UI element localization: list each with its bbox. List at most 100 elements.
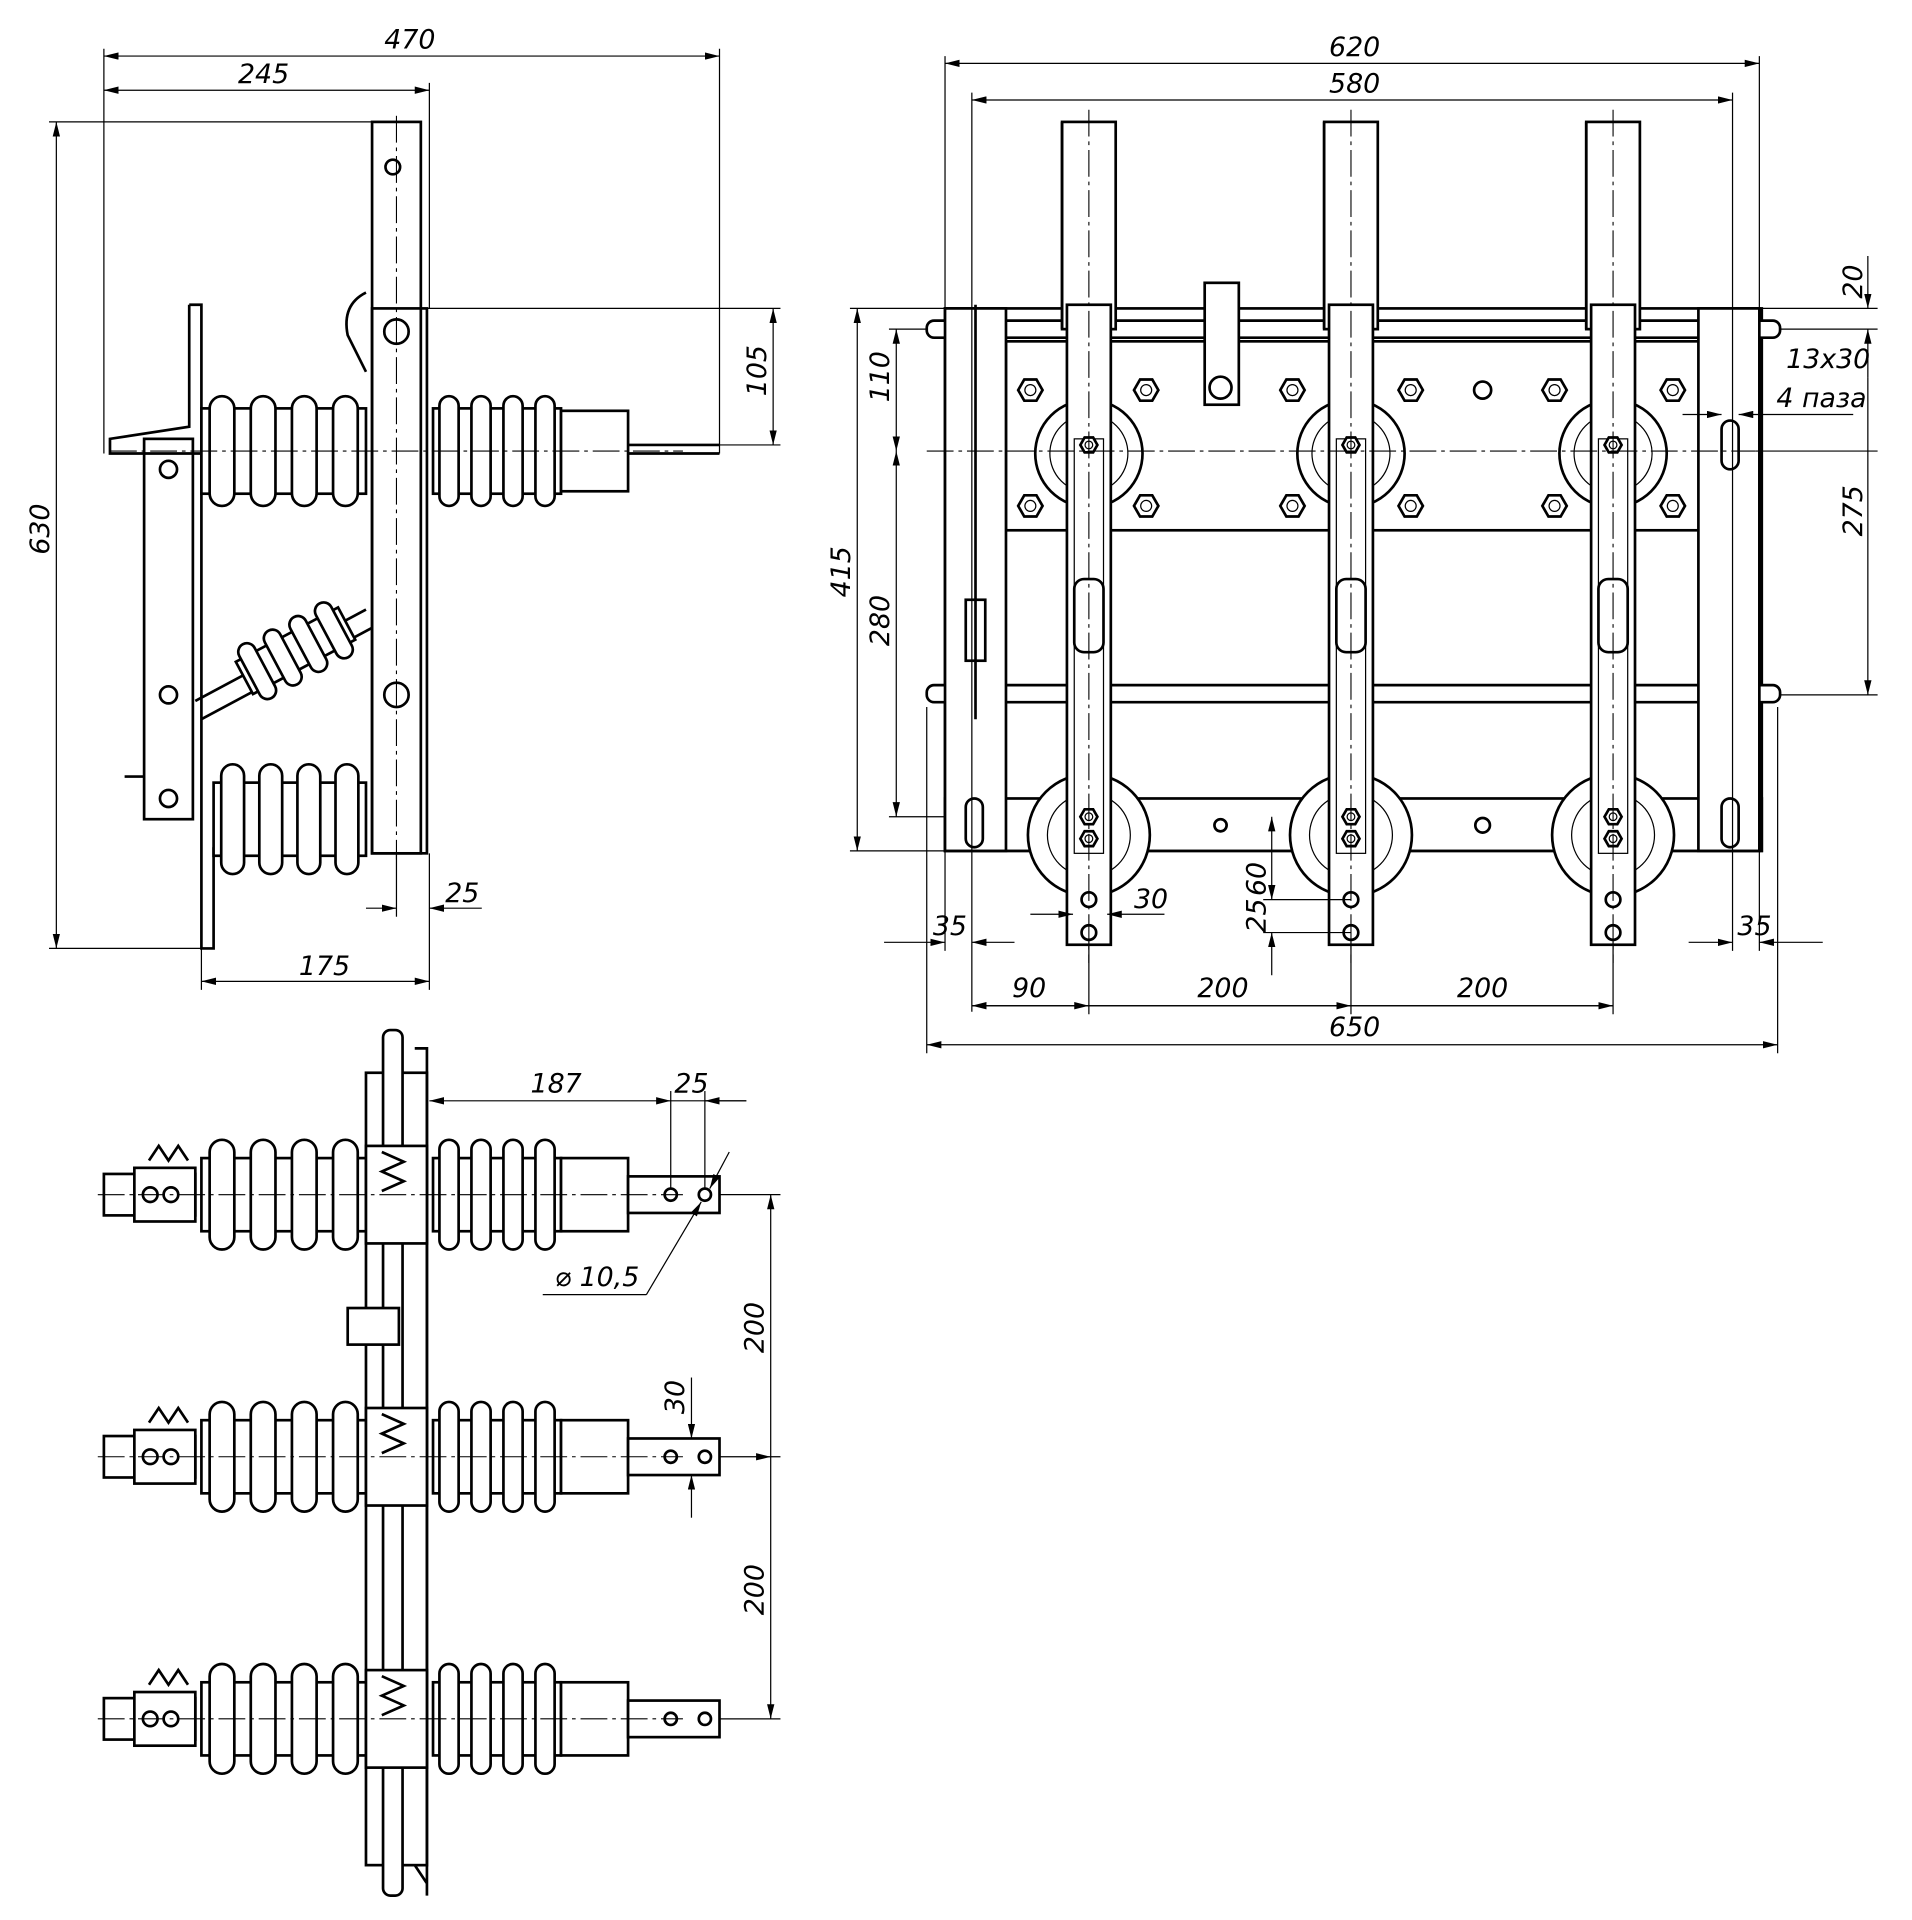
- hex-bolt-icon: [1659, 493, 1687, 518]
- slot-icon: [964, 797, 985, 849]
- hex-bolt-icon: [1016, 378, 1045, 403]
- dim-label: 200: [1457, 973, 1508, 1004]
- dim-label: ⌀ 10,5: [555, 1262, 639, 1293]
- side-blade-latch: [345, 291, 368, 373]
- dim-35-right: 35: [1688, 850, 1823, 951]
- hex-bolt-icon: [1540, 378, 1569, 403]
- dimensions: 470 245 630 105 25 175: [25, 25, 1878, 1720]
- dim-label: 275: [1838, 485, 1869, 536]
- hex-bolt-icon: [1540, 493, 1569, 518]
- hex-bolt-hole: [1548, 384, 1561, 397]
- side-bracket-hole: [158, 684, 179, 705]
- hex-bolt-hole: [1404, 384, 1417, 397]
- plan-phases: [97, 1138, 721, 1776]
- dim-label: 620: [1329, 32, 1380, 63]
- hex-bolt-hole: [1286, 384, 1299, 397]
- hex-bolt-hole: [1666, 384, 1679, 397]
- hex-bolt-icon: [1396, 493, 1425, 518]
- dim-label: 60: [1242, 862, 1273, 896]
- dim-label: 25: [445, 878, 479, 909]
- plan-frame-flange: [413, 1047, 429, 1896]
- insulator-shed: [219, 763, 246, 876]
- dim-35-left: 35: [884, 850, 1015, 951]
- insulator-shed: [257, 763, 284, 876]
- plan-terminal-hole: [697, 1449, 713, 1465]
- side-upper-left-insulator: [200, 394, 368, 508]
- hex-bolt-hole: [1666, 499, 1679, 512]
- side-left-bracket: [142, 437, 195, 821]
- dim-30-front: 30: [1030, 884, 1168, 918]
- dim-label: 175: [299, 951, 350, 982]
- dim-label: 110: [865, 351, 896, 402]
- plan-spring-icon: [147, 1667, 190, 1688]
- front-pole: [1026, 109, 1152, 964]
- plan-spring-icon: [147, 1143, 190, 1163]
- dim-470: 470: [103, 25, 721, 454]
- hex-bolt-hole: [1024, 499, 1037, 512]
- dim-label: 630: [25, 504, 56, 555]
- side-upper-hole: [384, 158, 402, 176]
- plan-shaft-spring-icon: [378, 1150, 408, 1193]
- dim-diameter: ⌀ 10,5: [542, 1151, 730, 1296]
- front-pole: [1550, 109, 1676, 964]
- plan-terminal-hole: [697, 1711, 713, 1727]
- dim-245: 245: [103, 59, 430, 309]
- hex-bolt-icon: [1132, 378, 1160, 403]
- front-drive-lever-pin: [1208, 375, 1233, 400]
- dim-105: 105: [426, 307, 781, 446]
- plan-phase: [97, 1138, 721, 1251]
- front-bar-hole: [1213, 817, 1228, 833]
- plan-view: [97, 1028, 721, 1897]
- dim-label: 650: [1329, 1012, 1380, 1043]
- side-bracket-hole: [158, 788, 179, 809]
- insulator-shed: [334, 763, 360, 876]
- slot-icon: [1720, 797, 1740, 849]
- front-right-bracket: [1697, 307, 1761, 853]
- dim-20: 20: [1759, 256, 1878, 378]
- insulator-shed: [288, 614, 329, 674]
- plan-shaft-spring-icon: [378, 1412, 408, 1455]
- front-pole: [1288, 109, 1414, 964]
- front-bar-hole: [1473, 816, 1492, 834]
- dim-25-plan: 25: [670, 1068, 747, 1189]
- dim-30-plan: 30: [660, 1377, 696, 1518]
- insulator-shed: [296, 763, 322, 876]
- dim-280: 280: [865, 451, 946, 818]
- dim-275: 275: [1755, 377, 1878, 696]
- dim-label: 13x30: [1786, 344, 1870, 375]
- dim-label: 245: [238, 59, 289, 90]
- dim-620: 620: [944, 32, 1760, 309]
- side-drive-insulator: [234, 601, 358, 701]
- dim-label: 280: [865, 595, 896, 646]
- side-lower-insulator: [212, 763, 368, 876]
- dim-110: 110: [865, 328, 927, 452]
- dim-pole-spacing: 90 200 200: [971, 938, 1614, 1015]
- front-spring-icon: [964, 598, 987, 663]
- side-view: [108, 115, 720, 950]
- dim-label: 20: [1838, 265, 1869, 299]
- plan-phase: [97, 1662, 721, 1776]
- hex-bolt-icon: [1278, 493, 1307, 518]
- dim-label: 25: [1242, 898, 1273, 932]
- hex-bolt-hole: [1404, 499, 1417, 512]
- dim-slots: 13x30 4 паза: [1682, 344, 1870, 419]
- dim-label: 30: [660, 1380, 691, 1414]
- dim-200-plan: 200 200: [719, 1194, 781, 1720]
- hex-bolt-icon: [1659, 378, 1687, 403]
- dim-label: 30: [1134, 884, 1168, 915]
- dim-label: 200: [739, 1564, 770, 1615]
- hex-bolt-hole: [1140, 499, 1153, 512]
- hex-bolt-hole: [1286, 499, 1299, 512]
- dim-label: 415: [826, 546, 857, 597]
- insulator-shed: [313, 601, 355, 660]
- side-frame-channel: [370, 307, 429, 855]
- dim-label: 25: [674, 1068, 708, 1099]
- plan-drive-lever: [346, 1306, 401, 1346]
- dim-label: 4 паза: [1776, 383, 1866, 414]
- hex-bolt-icon: [1016, 493, 1045, 518]
- dim-label: 187: [531, 1068, 582, 1099]
- slot-icon: [1720, 419, 1740, 471]
- dim-580: 580: [971, 69, 1734, 1012]
- dim-415: 415: [826, 307, 946, 852]
